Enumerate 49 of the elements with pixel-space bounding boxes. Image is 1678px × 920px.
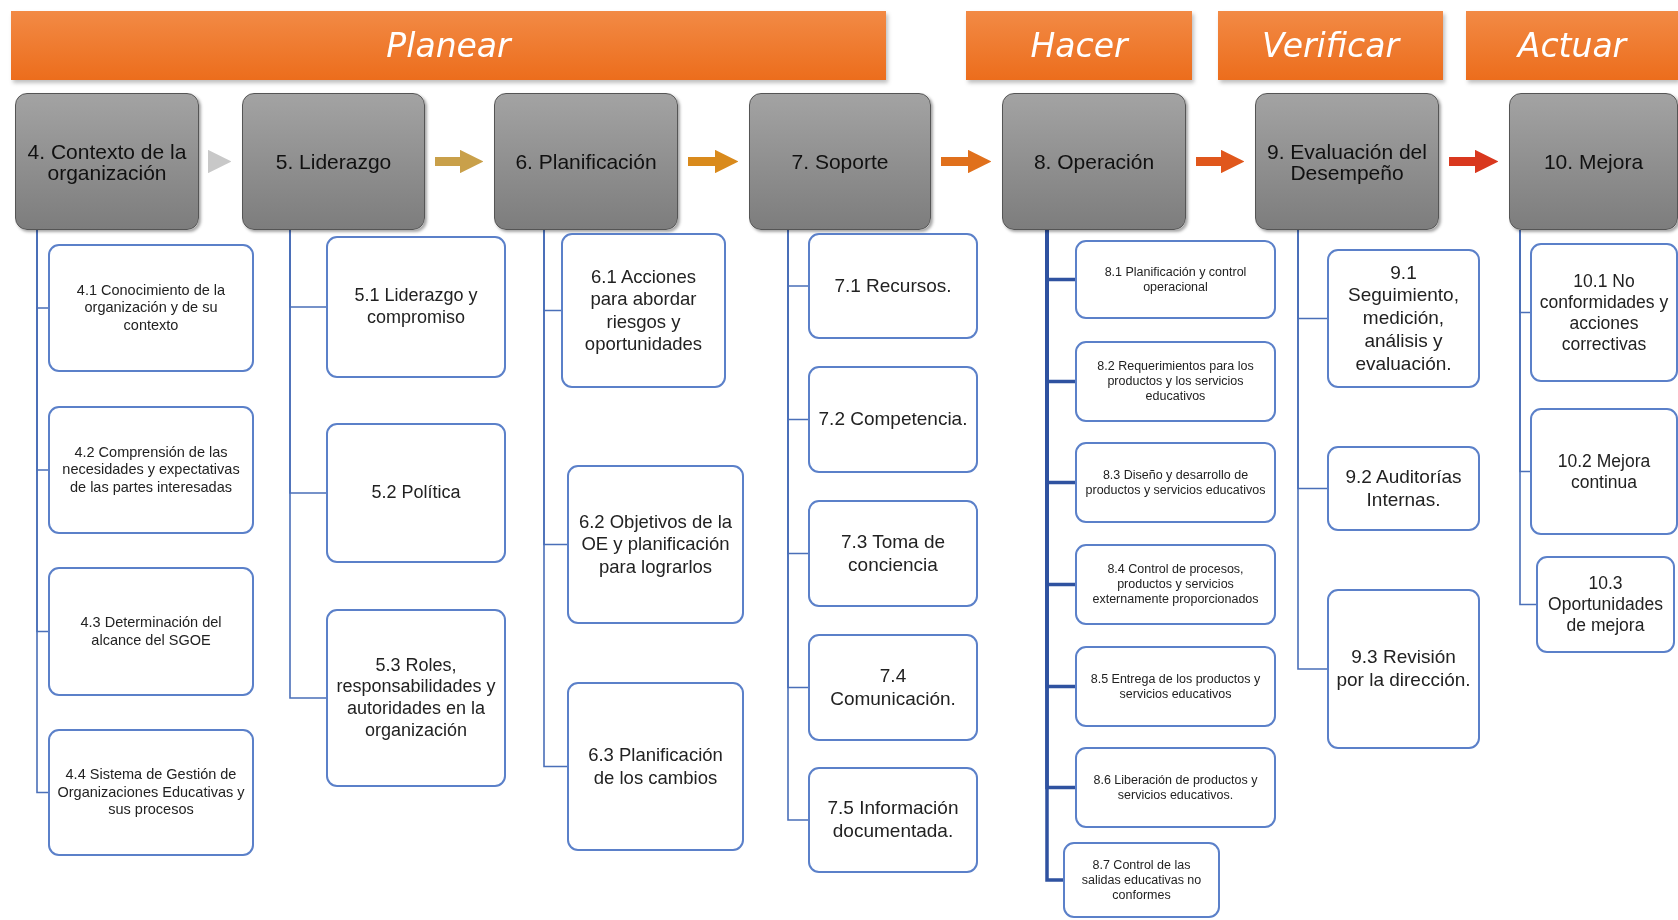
- subclause-box: 4.1 Conocimiento de la organización y de su contexto: [48, 244, 254, 372]
- phase-banner: Hacer: [966, 11, 1192, 80]
- subclause-box: 10.1 No conformidades y acciones correctivas: [1530, 243, 1678, 382]
- subclause-box: 4.4 Sistema de Gestión de Organizaciones Educativas y sus procesos: [48, 729, 254, 856]
- clause-box: 6. Planificación: [494, 93, 678, 230]
- subclause-box: 5.2 Política: [326, 423, 506, 563]
- subclause-box: 7.3 Toma de conciencia: [808, 500, 978, 607]
- subclause-box: 9.1 Seguimiento, medición, análisis y evaluación.: [1327, 249, 1480, 388]
- block-arrow: [688, 149, 739, 174]
- subclause-box: 8.2 Requerimientos para los productos y los servicios educativos: [1075, 341, 1276, 422]
- connector-line: [1297, 229, 1328, 670]
- subclause-box: 6.2 Objetivos de la OE y planificación para lograrlos: [567, 465, 744, 624]
- block-arrow: [207, 149, 232, 174]
- subclause-box: 8.6 Liberación de productos y servicios educativos.: [1075, 747, 1276, 828]
- subclause-box: 6.3 Planificación de los cambios: [567, 682, 744, 851]
- subclause-box: 10.3 Oportunidades de mejora: [1536, 556, 1675, 653]
- connector-line: [543, 229, 568, 768]
- subclause-box: 7.4 Comunicación.: [808, 634, 978, 741]
- clause-box: 10. Mejora: [1509, 93, 1678, 230]
- block-arrow: [435, 149, 484, 174]
- phase-banner: Actuar: [1466, 11, 1678, 80]
- subclause-box: 7.1 Recursos.: [808, 233, 978, 339]
- subclause-box: 5.3 Roles, responsabilidades y autoridades en la organización: [326, 609, 506, 787]
- block-arrow: [1196, 149, 1245, 174]
- subclause-box: 8.5 Entrega de los productos y servicios educativos: [1075, 646, 1276, 727]
- block-arrow: [941, 149, 992, 174]
- subclause-box: 5.1 Liderazgo y compromiso: [326, 236, 506, 378]
- connector-line: [1519, 229, 1537, 606]
- connector-line: [289, 229, 327, 699]
- subclause-box: 4.2 Comprensión de las necesidades y expectativas de las partes interesadas: [48, 406, 254, 534]
- clause-box: 9. Evaluación del Desempeño: [1255, 93, 1439, 230]
- subclause-box: 7.5 Información documentada.: [808, 767, 978, 873]
- clause-box: 4. Contexto de la organización: [15, 93, 199, 230]
- subclause-box: 8.1 Planificación y control operacional: [1075, 240, 1276, 319]
- block-arrow: [1449, 149, 1499, 174]
- subclause-box: 6.1 Acciones para abordar riesgos y oportunidades: [561, 233, 726, 388]
- subclause-box: 10.2 Mejora continua: [1530, 408, 1678, 535]
- clause-box: 8. Operación: [1002, 93, 1186, 230]
- subclause-box: 8.3 Diseño y desarrollo de productos y servicios educativos: [1075, 442, 1276, 523]
- subclause-box: 8.4 Control de procesos, productos y servicios externamente proporcionados: [1075, 544, 1276, 625]
- subclause-box: 9.3 Revisión por la dirección.: [1327, 589, 1480, 749]
- subclause-box: 7.2 Competencia.: [808, 366, 978, 473]
- subclause-box: 9.2 Auditorías Internas.: [1327, 446, 1480, 531]
- subclause-box: 4.3 Determinación del alcance del SGOE: [48, 567, 254, 696]
- subclause-box: 8.7 Control de las salidas educativas no conformes: [1063, 842, 1220, 918]
- phase-banner: Verificar: [1218, 11, 1443, 80]
- clause-box: 5. Liderazgo: [242, 93, 425, 230]
- clause-box: 7. Soporte: [749, 93, 931, 230]
- phase-banner: Planear: [11, 11, 886, 80]
